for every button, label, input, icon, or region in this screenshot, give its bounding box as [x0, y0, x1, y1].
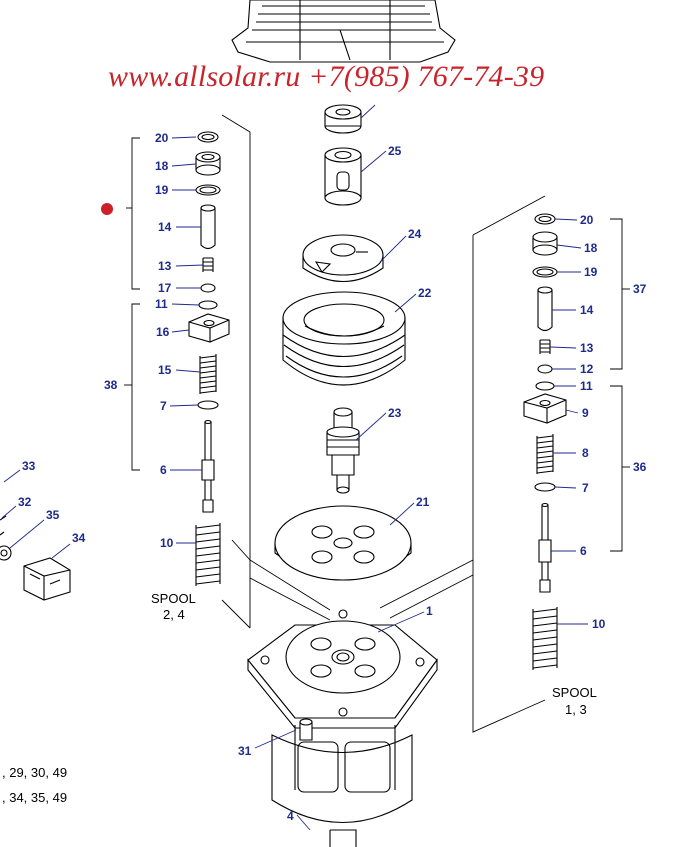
watermark-text: www.allsolar.ru +7(985) 767-74-39	[108, 60, 545, 93]
callout-right-37: 37	[633, 282, 647, 296]
spool-right-numbers: 1, 3	[565, 702, 587, 717]
callout-far-32: 32	[18, 495, 32, 509]
callout-left-13: 13	[158, 259, 172, 273]
plunger-part-23	[326, 407, 360, 494]
callout-right-18: 18	[584, 241, 598, 255]
callout-left-6: 6	[160, 463, 167, 477]
callout-left-38: 38	[104, 378, 118, 392]
connector-parts	[0, 515, 71, 601]
callout-center-25: 25	[388, 144, 402, 158]
callout-center-31: 31	[238, 744, 252, 758]
disc-cam-part-24	[302, 234, 384, 283]
plate-part-21	[274, 505, 412, 581]
group-brackets	[124, 137, 630, 552]
seal-ring-part-22	[282, 291, 406, 386]
callout-left-10: 10	[160, 536, 174, 550]
callout-right-7: 7	[582, 481, 589, 495]
spool-labels: SPOOL 2, 4 SPOOL 1, 3	[151, 591, 597, 717]
callout-right-11: 11	[580, 379, 593, 393]
callout-left-19: 19	[155, 183, 169, 197]
footnote-line-1: , 29, 30, 49	[2, 765, 67, 780]
leader-lines	[1, 104, 588, 831]
left-spring-15	[199, 354, 217, 394]
callout-right-8: 8	[582, 446, 589, 460]
callout-right-19: 19	[584, 265, 598, 279]
callout-center-22: 22	[418, 286, 432, 300]
right-spring-8	[536, 434, 554, 474]
callout-right-20: 20	[580, 213, 594, 227]
callout-right-6: 6	[580, 544, 587, 558]
right-spool-stack	[523, 213, 567, 670]
callout-left-15: 15	[158, 363, 172, 377]
callout-left-14: 14	[158, 220, 172, 234]
callout-left-20: 20	[155, 131, 169, 145]
callout-left-17: 17	[158, 281, 172, 295]
callout-far-35: 35	[46, 508, 60, 522]
left-spool-stack	[188, 131, 230, 586]
callout-center-4: 4	[287, 809, 294, 823]
callout-left-11: 11	[155, 297, 168, 311]
spool-left-title: SPOOL	[151, 591, 196, 606]
footnote-line-2: , 34, 35, 49	[2, 790, 67, 805]
callout-center-23: 23	[388, 406, 402, 420]
spool-right-title: SPOOL	[552, 685, 597, 700]
spool-left-numbers: 2, 4	[163, 607, 185, 622]
callout-right-10: 10	[592, 617, 606, 631]
callout-center-1: 1	[426, 604, 433, 618]
footnotes: , 29, 30, 49 , 34, 35, 49	[2, 765, 67, 805]
rubber-bellows-boot	[231, 0, 456, 63]
red-marker-icon	[101, 203, 113, 215]
callout-right-36: 36	[633, 460, 647, 474]
coupling-part-25	[324, 147, 362, 206]
left-spring-10	[195, 523, 221, 586]
callout-right-13: 13	[580, 341, 594, 355]
callout-far-33: 33	[22, 459, 36, 473]
callout-left-16: 16	[156, 325, 170, 339]
callout-right-12: 12	[580, 362, 594, 376]
right-spring-10	[532, 607, 558, 670]
assembly-frame-lines	[221, 114, 546, 733]
nut-part	[324, 104, 362, 134]
callout-right-9: 9	[582, 406, 589, 420]
callout-right-14: 14	[580, 303, 594, 317]
callout-far-34: 34	[72, 531, 86, 545]
callout-labels: 20 18 19 14 13 17 11 16 15 38 7 6 10 25 …	[18, 131, 647, 823]
callout-center-21: 21	[416, 495, 430, 509]
callout-left-7: 7	[160, 399, 167, 413]
valve-body-part-1	[247, 609, 438, 847]
callout-left-18: 18	[155, 159, 169, 173]
callout-center-24: 24	[408, 227, 422, 241]
center-stack	[247, 104, 438, 847]
